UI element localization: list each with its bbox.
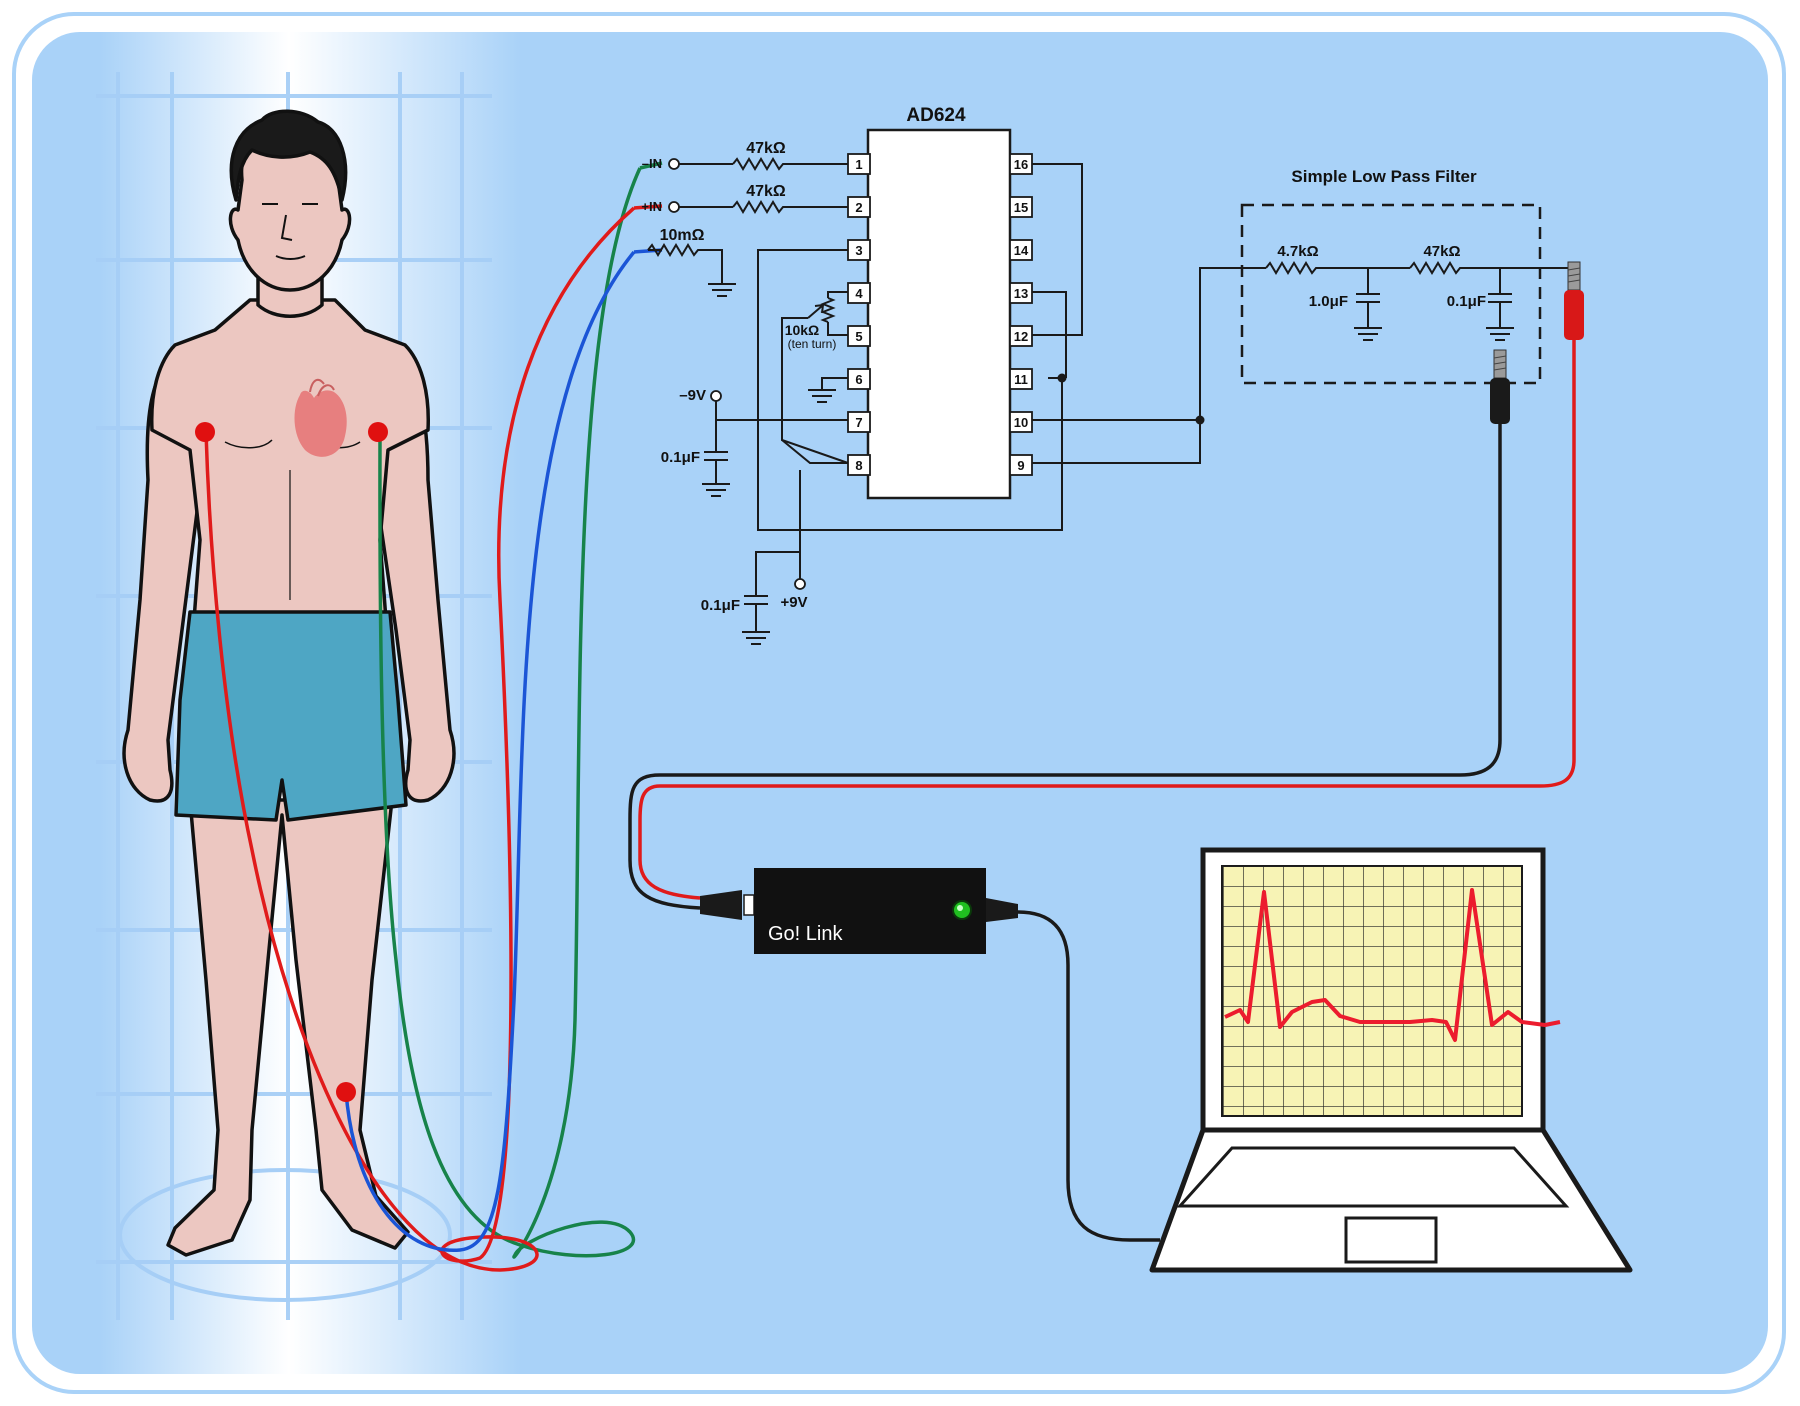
hair: [229, 109, 348, 202]
red-cable: [638, 340, 1576, 900]
chip-pin-label: 6: [855, 372, 862, 387]
chip-pin-12: 12: [1009, 325, 1033, 347]
filter-box: [1240, 203, 1542, 385]
filter-r1-label: 4.7kΩ: [1277, 243, 1318, 260]
blue-lead: [344, 250, 636, 1252]
chip-pin-3: 3: [847, 239, 871, 261]
chip-pin-label: 12: [1014, 329, 1028, 344]
chip-pin-11: 11: [1009, 368, 1033, 390]
v-pos-terminal: [794, 578, 806, 590]
laptop: [1149, 847, 1633, 1273]
chip-pin-label: 8: [855, 458, 862, 473]
chip-pin-label: 13: [1014, 286, 1028, 301]
shorts: [174, 610, 408, 822]
r-in1-label: 47kΩ: [746, 140, 786, 157]
black-cable: [628, 424, 1502, 910]
chip-pin-9: 9: [1009, 454, 1033, 476]
electrode-left-chest: [368, 422, 388, 442]
filter-cap-1: [1354, 268, 1382, 341]
chip-pin-7: 7: [847, 411, 871, 433]
heart-icon: [294, 378, 347, 457]
chip-pin-8: 8: [847, 454, 871, 476]
chip-pin-label: 7: [855, 415, 862, 430]
chip-pin-16: 16: [1009, 153, 1033, 175]
black-probe: [1490, 349, 1510, 424]
chip-pin-14: 14: [1009, 239, 1033, 261]
pot-wiper: [807, 303, 825, 319]
chip-pin-label: 14: [1014, 243, 1029, 258]
junction-output: [1195, 415, 1205, 425]
electrode-leg: [336, 1082, 356, 1102]
chip-pin-label: 4: [855, 286, 863, 301]
chip-pin-1: 1: [847, 153, 871, 175]
v-neg-terminal: [710, 390, 722, 402]
ad624-chip: [866, 128, 1012, 500]
neg-in-terminal: [668, 158, 680, 170]
filter-title: Simple Low Pass Filter: [1291, 167, 1477, 186]
red-lead-tail: [633, 204, 663, 210]
person-figure: [122, 109, 456, 1257]
r-in2-label: 47kΩ: [746, 183, 786, 200]
low-pass-filter: Simple Low Pass Filter 4.7kΩ 47kΩ 1.0μF …: [1240, 167, 1580, 385]
chip-pin-2: 2: [847, 196, 871, 218]
ground-pin6: [808, 389, 836, 403]
chip-pin-label: 16: [1014, 157, 1028, 172]
chip-pin-10: 10: [1009, 411, 1033, 433]
filter-cap-2: [1486, 268, 1514, 341]
go-link-device: Go! Link: [700, 868, 1018, 954]
resistor-in2: [732, 200, 848, 214]
chip-pin-15: 15: [1009, 196, 1033, 218]
laptop-keyboard: [1176, 1146, 1570, 1208]
ecg-trace: [1224, 888, 1561, 1042]
v-pos-label: +9V: [780, 594, 807, 611]
pot-label: 10kΩ: [785, 322, 820, 338]
pot-resistor: [820, 297, 836, 323]
chip-pin-5: 5: [847, 325, 871, 347]
floor-ring: [118, 1168, 452, 1302]
chip-name: AD624: [906, 105, 966, 126]
chip-pin-label: 2: [855, 200, 862, 215]
v-neg-label: –9V: [679, 387, 706, 404]
ground-cneg: [702, 483, 730, 497]
go-link-label: Go! Link: [768, 923, 843, 945]
r-ref-label: 10mΩ: [660, 227, 705, 244]
green-lead: [378, 167, 642, 1259]
pot-note: (ten turn): [788, 337, 837, 351]
pos-in-terminal: [668, 201, 680, 213]
c-neg-label: 0.1μF: [661, 449, 700, 466]
chip-pin-label: 5: [855, 329, 862, 344]
chip-pin-6: 6: [847, 368, 871, 390]
pos-in-label: +IN: [641, 199, 662, 214]
neg-in-label: –IN: [642, 156, 662, 171]
filter-c1-label: 1.0μF: [1309, 293, 1348, 310]
chip-pin-label: 3: [855, 243, 862, 258]
electrode-right-chest: [195, 422, 215, 442]
c-pos-label: 0.1μF: [701, 597, 740, 614]
chip-pin-label: 9: [1017, 458, 1024, 473]
chip-pin-label: 1: [855, 157, 862, 172]
chip-pin-label: 15: [1014, 200, 1028, 215]
filter-resistor-2: [1409, 261, 1580, 275]
chip-pin-label: 10: [1014, 415, 1028, 430]
red-probe: [1564, 261, 1584, 340]
junction-pin11: [1057, 373, 1067, 383]
filter-c2-label: 0.1μF: [1447, 293, 1486, 310]
electrode-wires: [204, 161, 663, 1272]
resistor-in1: [732, 157, 848, 171]
resistor-ref: [647, 243, 723, 284]
chip-pin-label: 11: [1014, 372, 1028, 387]
ground-ref: [708, 283, 736, 297]
green-lead-tail: [639, 161, 663, 170]
filter-r2-label: 47kΩ: [1423, 243, 1460, 260]
chip-pin-13: 13: [1009, 282, 1033, 304]
chip-pin-4: 4: [847, 282, 871, 304]
usb-cable: [1017, 910, 1160, 1242]
laptop-trackpad: [1344, 1216, 1438, 1264]
red-lead: [204, 206, 636, 1272]
filter-resistor-1: [1265, 261, 1380, 275]
ground-cpos: [742, 631, 770, 645]
